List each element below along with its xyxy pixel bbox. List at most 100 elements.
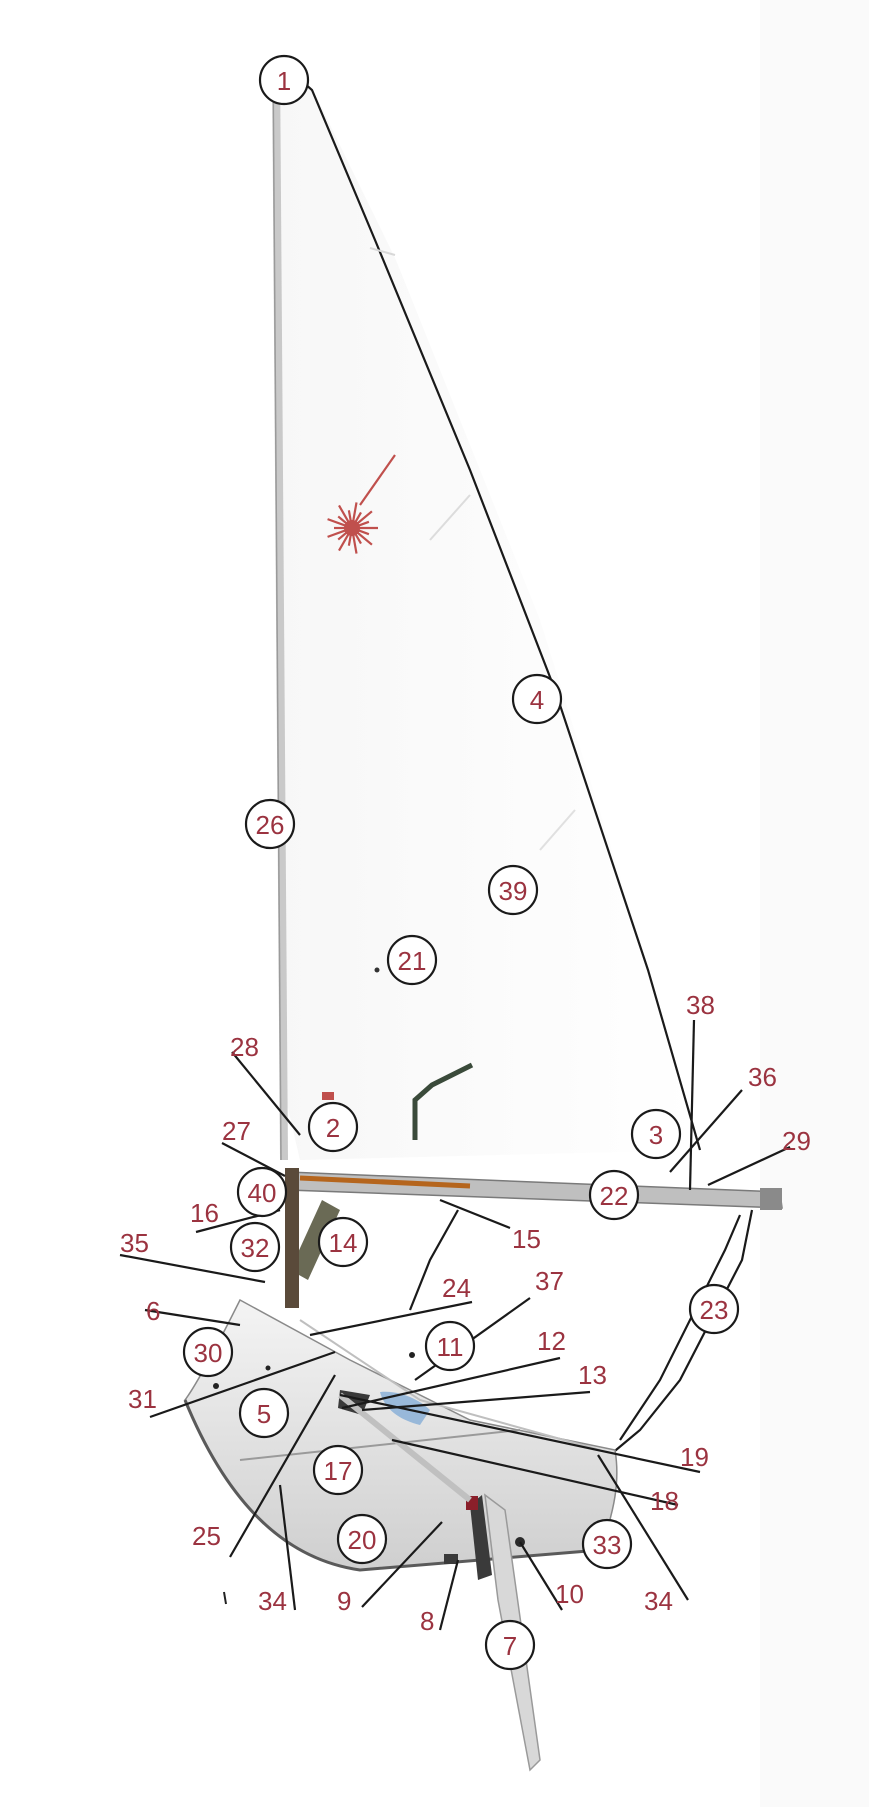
marker-circle-40 bbox=[236, 1166, 288, 1218]
label-7: 7 bbox=[503, 1631, 517, 1661]
sunburst-ray bbox=[338, 504, 350, 524]
label-12: 12 bbox=[537, 1326, 566, 1356]
label-18: 18 bbox=[650, 1486, 679, 1516]
label-9: 9 bbox=[337, 1586, 351, 1616]
label-16: 16 bbox=[190, 1198, 219, 1228]
vang bbox=[290, 1200, 340, 1280]
sail-telltale bbox=[374, 967, 380, 973]
label-30: 30 bbox=[194, 1338, 223, 1368]
sunburst-ray bbox=[338, 532, 350, 552]
label-20: 20 bbox=[348, 1525, 377, 1555]
sail-tag bbox=[322, 1092, 334, 1100]
label-11: 11 bbox=[437, 1332, 464, 1362]
sunburst-ray bbox=[354, 511, 362, 524]
label-40: 40 bbox=[248, 1178, 277, 1208]
label-34-right: 34 bbox=[644, 1586, 673, 1616]
batten-1 bbox=[369, 247, 396, 256]
marker-circle-26 bbox=[244, 798, 296, 850]
hull-chine bbox=[183, 1399, 601, 1572]
marker-circle-21 bbox=[386, 934, 438, 986]
plain-label-texts: 6 8 9 10 12 13 15 16 18 19 24 25 27 28 2… bbox=[120, 990, 811, 1636]
label-13: 13 bbox=[578, 1360, 607, 1390]
dot-11 bbox=[409, 1352, 415, 1358]
label-3: 3 bbox=[649, 1120, 663, 1150]
sunburst-ray bbox=[327, 518, 347, 527]
sail-window-edge bbox=[412, 1062, 474, 1140]
sunburst-ray bbox=[351, 502, 358, 523]
label-23: 23 bbox=[700, 1295, 729, 1325]
label-32: 32 bbox=[241, 1233, 270, 1263]
boom bbox=[287, 1171, 783, 1209]
label-34-left: 34 bbox=[258, 1586, 287, 1616]
leader-lines bbox=[119, 1019, 791, 1631]
label-19: 19 bbox=[680, 1442, 709, 1472]
marker-circle-20 bbox=[336, 1513, 388, 1565]
label-29: 29 bbox=[782, 1126, 811, 1156]
stray-mark bbox=[223, 1591, 227, 1605]
marker-circle-32 bbox=[229, 1221, 281, 1273]
sunburst-ray bbox=[351, 533, 358, 554]
label-1: 1 bbox=[277, 66, 291, 96]
marker-circle-17 bbox=[312, 1444, 364, 1496]
marker-circle-5 bbox=[238, 1387, 290, 1439]
label-14: 14 bbox=[329, 1228, 358, 1258]
sunburst-center bbox=[344, 520, 360, 536]
marker-circle-39 bbox=[487, 864, 539, 916]
deck-edge bbox=[239, 1429, 521, 1461]
label-27: 27 bbox=[222, 1116, 251, 1146]
sunburst-ray bbox=[327, 529, 347, 538]
dot-deck bbox=[265, 1365, 271, 1371]
marker-circle-4 bbox=[511, 673, 563, 725]
label-24: 24 bbox=[442, 1273, 471, 1303]
page-margin bbox=[760, 0, 869, 1807]
marker-circle-1 bbox=[258, 54, 310, 106]
label-35: 35 bbox=[120, 1228, 149, 1258]
marker-circle-3 bbox=[630, 1108, 682, 1160]
dot-31 bbox=[213, 1383, 219, 1389]
deck-line bbox=[299, 1319, 601, 1451]
boom-wood-detail bbox=[299, 1175, 471, 1189]
label-5: 5 bbox=[257, 1399, 271, 1429]
label-8: 8 bbox=[420, 1606, 434, 1636]
label-26: 26 bbox=[256, 810, 285, 840]
batten-3 bbox=[539, 809, 576, 851]
label-28: 28 bbox=[230, 1032, 259, 1062]
mainsheet-left bbox=[408, 1209, 459, 1311]
circled-markers bbox=[182, 54, 740, 1671]
batten-2 bbox=[429, 494, 471, 541]
label-2: 2 bbox=[326, 1113, 340, 1143]
label-37: 37 bbox=[535, 1266, 564, 1296]
rudder-head bbox=[470, 1495, 492, 1580]
marker-circle-33 bbox=[581, 1518, 633, 1570]
label-31: 31 bbox=[128, 1384, 157, 1414]
marker-circle-14 bbox=[317, 1216, 369, 1268]
marker-circle-11 bbox=[424, 1320, 476, 1372]
label-36: 36 bbox=[748, 1062, 777, 1092]
label-21: 21 bbox=[398, 946, 427, 976]
mast-edge bbox=[272, 59, 282, 1161]
sail-leech bbox=[277, 59, 702, 1151]
sunburst-ray bbox=[355, 531, 373, 546]
mast bbox=[272, 59, 288, 1161]
label-22: 22 bbox=[600, 1181, 629, 1211]
sunburst-ray bbox=[347, 510, 353, 523]
marker-circle-22 bbox=[588, 1169, 640, 1221]
sunburst-ray bbox=[354, 532, 362, 545]
label-25: 25 bbox=[192, 1521, 221, 1551]
traveler bbox=[609, 1209, 754, 1456]
label-6: 6 bbox=[146, 1296, 160, 1326]
marker-circle-23 bbox=[688, 1283, 740, 1335]
label-4: 4 bbox=[530, 685, 544, 715]
marker-circle-2 bbox=[307, 1101, 359, 1153]
sail-logo-icon bbox=[327, 454, 396, 554]
mast-base-fitting bbox=[285, 1168, 299, 1308]
sunburst-ray bbox=[337, 515, 349, 525]
label-15: 15 bbox=[512, 1224, 541, 1254]
tiller bbox=[338, 1392, 472, 1503]
sail bbox=[276, 58, 700, 1160]
label-39: 39 bbox=[499, 876, 528, 906]
marker-circle-30 bbox=[182, 1326, 234, 1378]
sunburst-ray bbox=[355, 510, 373, 525]
